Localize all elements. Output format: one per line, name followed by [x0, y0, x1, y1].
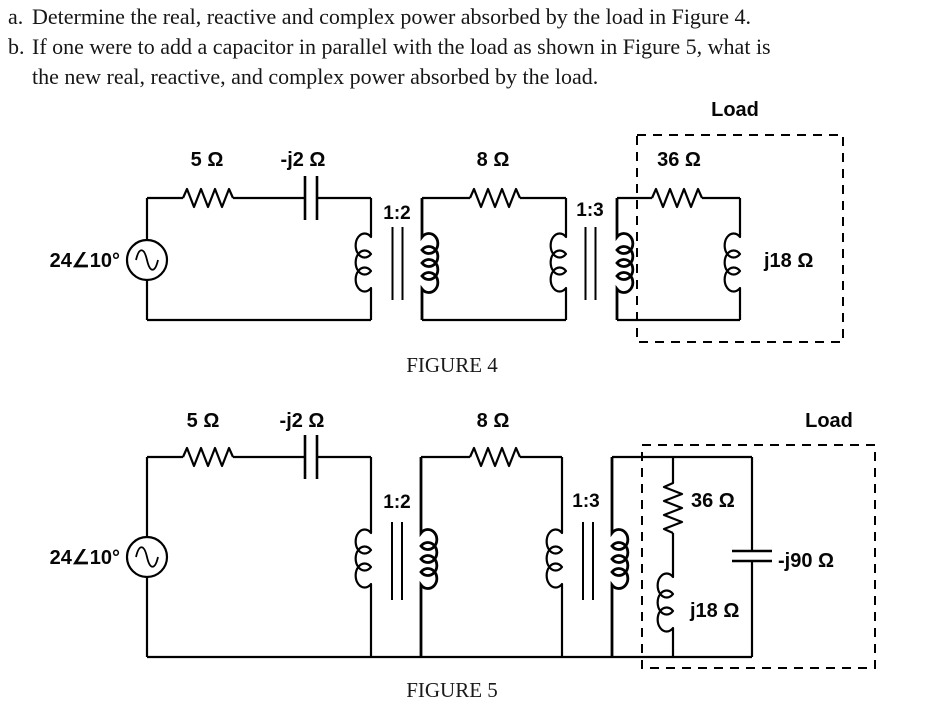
fig5-capacitor--j90ohm-label: -j90 Ω	[778, 550, 834, 572]
fig5-transformer1-ratio-label: 1:2	[383, 492, 410, 513]
fig5-resistor-8ohm	[468, 446, 522, 468]
fig4-transformer1-secondary-coil	[420, 198, 440, 320]
fig5-ac-source-icon	[125, 535, 169, 579]
fig4-resistor-5ohm-label: 5 Ω	[191, 149, 224, 171]
fig4-transformer1-primary-coil	[354, 198, 373, 320]
item-b-marker: b.	[8, 34, 25, 59]
fig5-capacitor--j90ohm	[732, 549, 772, 563]
fig5-inductor-j18ohm-label: j18 Ω	[689, 600, 739, 622]
fig4-transformer2-ratio-label: 1:3	[576, 200, 603, 221]
fig4-caption: FIGURE 4	[406, 353, 498, 377]
fig4-resistor-36ohm-label: 36 Ω	[657, 149, 701, 171]
fig4-resistor-8ohm	[468, 187, 522, 209]
fig5-capacitor--j2ohm-label: -j2 Ω	[280, 410, 325, 432]
fig4-resistor-8ohm-label: 8 Ω	[477, 149, 510, 171]
fig4-inductor-j18ohm	[723, 198, 742, 320]
fig5-load-label: Load	[805, 410, 853, 432]
fig5-transformer2-secondary-coil	[610, 457, 630, 657]
fig4-load-label: Load	[711, 99, 759, 121]
fig4-capacitor--j2ohm-label: -j2 Ω	[281, 149, 326, 171]
fig5-resistor-36ohm	[662, 457, 684, 535]
fig5-resistor-5ohm	[181, 446, 235, 468]
fig5-transformer2-core-bars	[582, 522, 594, 600]
fig5-transformer2-ratio-label: 1:3	[572, 491, 599, 512]
fig4-ac-source-icon	[125, 238, 169, 282]
fig4-inductor-j18ohm-label: j18 Ω	[763, 250, 813, 272]
fig4-source-label: 24∠10°	[50, 250, 120, 272]
fig4-transformer2-primary-coil	[549, 198, 568, 320]
fig5-inductor-j18ohm	[656, 533, 675, 657]
fig4-load-dashed-box	[636, 134, 844, 343]
fig5-transformer1-secondary-coil	[419, 457, 439, 657]
fig4-source-loop-wires	[145, 196, 371, 322]
item-a-marker: a.	[8, 4, 24, 29]
fig4-transformer1-ratio-label: 1:2	[383, 203, 410, 224]
fig4-resistor-5ohm	[181, 187, 235, 209]
item-b-line1: If one were to add a capacitor in parall…	[32, 34, 771, 59]
figure4-schematic: 24∠10° 5 Ω -j2 Ω 1:2 8 Ω 1:3 36 Ω j18 Ω …	[50, 99, 844, 377]
fig5-sine-wave-icon	[135, 546, 159, 568]
problem-item-a: a. Determine the real, reactive and comp…	[0, 2, 924, 32]
fig4-load-loop-wires	[617, 196, 740, 322]
item-a-text: Determine the real, reactive and complex…	[32, 4, 752, 29]
fig5-source-label: 24∠10°	[50, 547, 120, 569]
fig5-resistor-5ohm-label: 5 Ω	[187, 410, 220, 432]
fig4-transformer2-secondary-coil	[615, 198, 635, 320]
fig5-transformer1-core-bars	[391, 522, 403, 600]
fig5-load-dashed-box	[641, 444, 876, 669]
item-b-line2: the new real, reactive, and complex powe…	[32, 64, 599, 89]
fig4-transformer2-core-bars	[584, 227, 597, 300]
figure5-schematic: 24∠10° 5 Ω -j2 Ω 1:2 8 Ω 1:3 36 Ω j18 Ω …	[50, 410, 876, 702]
fig5-resistor-8ohm-label: 8 Ω	[477, 410, 510, 432]
problem-item-b: b. If one were to add a capacitor in par…	[0, 32, 924, 92]
fig4-resistor-36ohm	[650, 187, 704, 209]
fig5-transformer1-primary-coil	[354, 457, 373, 657]
fig4-capacitor--j2ohm	[303, 176, 319, 220]
fig4-middle-loop-wires	[422, 196, 566, 322]
item-b-text: If one were to add a capacitor in parall…	[32, 32, 924, 92]
fig5-caption: FIGURE 5	[406, 678, 498, 702]
fig4-transformer1-core-bars	[391, 227, 404, 300]
fig5-resistor-36ohm-label: 36 Ω	[691, 490, 735, 512]
fig5-transformer2-primary-coil	[545, 457, 564, 657]
fig5-source-loop-wires	[145, 455, 371, 657]
fig4-sine-wave-icon	[135, 249, 159, 271]
fig5-capacitor--j2ohm	[303, 435, 319, 479]
problem-statement: a. Determine the real, reactive and comp…	[0, 2, 924, 92]
